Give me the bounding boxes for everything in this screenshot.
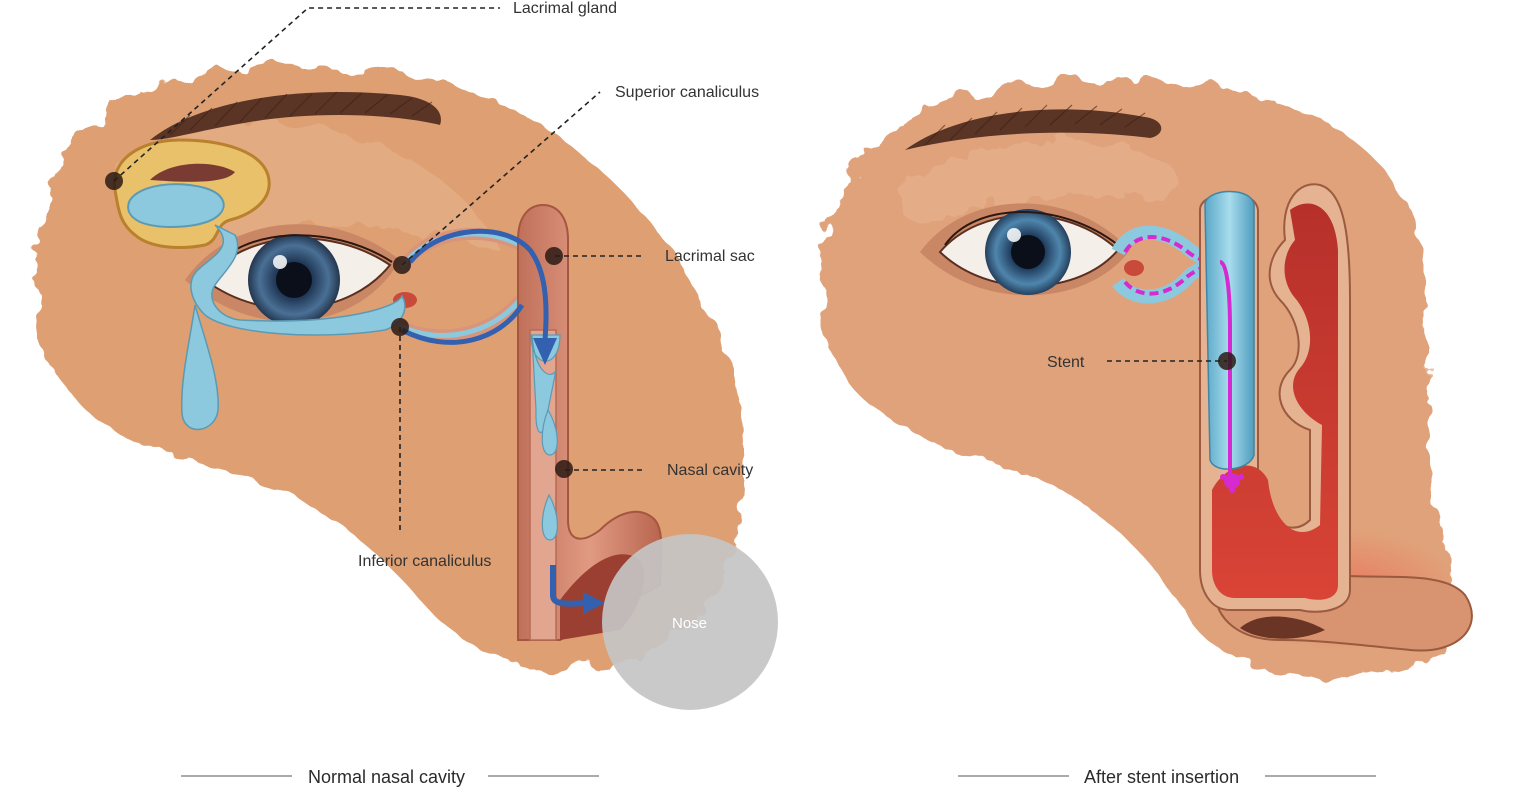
caption-after-stent-insertion: After stent insertion xyxy=(1084,767,1240,787)
label-nasal-cavity: Nasal cavity xyxy=(667,462,754,479)
right-nasal-interior xyxy=(1212,203,1338,600)
marker-stent xyxy=(1218,352,1236,370)
flow-arrow-upper xyxy=(408,228,549,341)
label-lacrimal-gland: Lacrimal gland xyxy=(513,0,618,17)
label-superior-canaliculus: Superior canaliculus xyxy=(615,84,760,101)
left-teardrop xyxy=(180,304,219,431)
left-markers xyxy=(105,172,573,478)
left-panel xyxy=(36,7,778,777)
label-stent: Stent xyxy=(1047,354,1085,371)
label-inferior-canaliculus: Inferior canaliculus xyxy=(358,553,492,570)
flow-arrow-lower xyxy=(400,303,525,345)
nose-circle xyxy=(602,534,778,710)
stent-upper-loop xyxy=(1123,235,1221,264)
flow-arrow-exit xyxy=(550,565,586,607)
caption-normal-nasal-cavity: Normal nasal cavity xyxy=(308,767,466,787)
marker-lacrimal-sac xyxy=(545,247,563,265)
marker-nasal-cavity xyxy=(555,460,573,478)
tear-fluid-channel xyxy=(190,224,406,336)
right-pupil xyxy=(1011,235,1045,269)
lacrimal-gland-fluid xyxy=(127,183,225,228)
marker-superior-canaliculus xyxy=(393,256,411,274)
marker-lacrimal-gland xyxy=(105,172,123,190)
right-eyebrow xyxy=(905,109,1162,150)
left-pupil xyxy=(276,262,312,298)
stent-knot xyxy=(1224,473,1240,489)
label-lacrimal-sac: Lacrimal sac xyxy=(665,248,755,265)
stent-lower-loop xyxy=(1123,260,1221,296)
stent-tube xyxy=(1219,260,1232,480)
right-panel xyxy=(821,78,1473,777)
label-nose: Nose xyxy=(672,615,708,632)
left-eyebrow xyxy=(150,92,441,140)
marker-inferior-canaliculus xyxy=(391,318,409,336)
left-leader-lines xyxy=(113,7,645,530)
